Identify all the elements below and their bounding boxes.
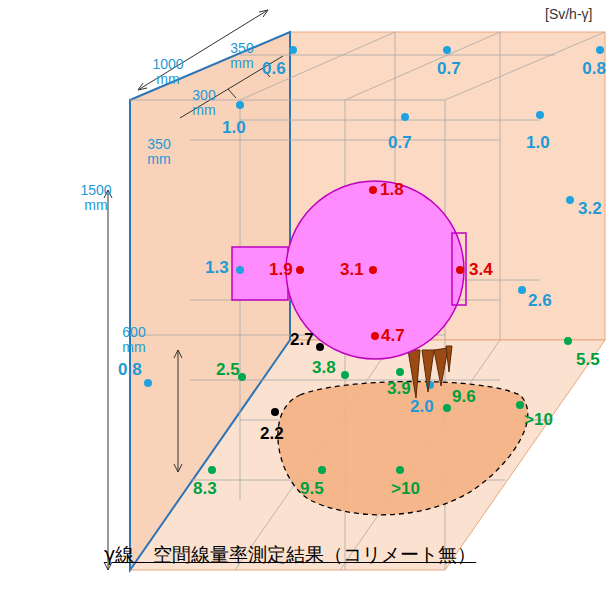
dose-value: 0.8: [118, 361, 142, 379]
dose-value: 3.1: [340, 260, 364, 280]
dose-value: 5.5: [576, 351, 600, 369]
dose-value: 0.6: [262, 60, 286, 78]
deposit-spikes: [408, 346, 452, 398]
dose-value: 2.6: [528, 292, 552, 310]
figure-caption: γ線 空間線量率測定結果（コリメート無）: [104, 542, 476, 568]
dose-value: >10: [524, 411, 553, 429]
measurement-dots: [144, 46, 604, 474]
dimension-label: 350 mm: [226, 41, 258, 70]
dimension-label: 350 mm: [143, 137, 175, 166]
dose-value: 9.5: [300, 480, 324, 498]
side-panel: [130, 32, 290, 570]
dose-value: 3.4: [469, 260, 493, 280]
dose-value: 4.7: [381, 326, 405, 346]
dose-value: 1.9: [269, 260, 293, 280]
dimension-label: 1000 mm: [148, 57, 188, 86]
dose-value: 2.0: [410, 398, 434, 416]
dose-value: 0.7: [437, 60, 461, 78]
grid-lines: [130, 32, 605, 570]
dose-value: 3.8: [312, 359, 336, 377]
dose-value: 1.0: [222, 119, 246, 137]
unit-label: [Sv/h-γ]: [545, 7, 592, 22]
dimension-label: 1500 mm: [76, 183, 116, 212]
dose-value: 1.3: [205, 259, 229, 277]
dose-value: 0.7: [388, 134, 412, 152]
dimension-label: 600 mm: [118, 325, 150, 354]
dose-value: 2.7: [290, 331, 314, 349]
dose-value: 2.5: [216, 361, 240, 379]
dose-value: 3.9: [387, 380, 411, 398]
dose-value: 0.8: [582, 60, 606, 78]
dose-value: 3.2: [578, 200, 602, 218]
dose-value: 1.8: [380, 180, 404, 200]
contamination-region: [278, 381, 528, 514]
dose-value: 9.6: [452, 388, 476, 406]
dose-value: >10: [391, 480, 420, 498]
dose-value: 1.0: [526, 134, 550, 152]
dose-value: 8.3: [193, 480, 217, 498]
dimension-label: 300 mm: [188, 88, 220, 117]
dose-value: 2.2: [260, 425, 284, 443]
dimension-lines: [104, 10, 283, 570]
